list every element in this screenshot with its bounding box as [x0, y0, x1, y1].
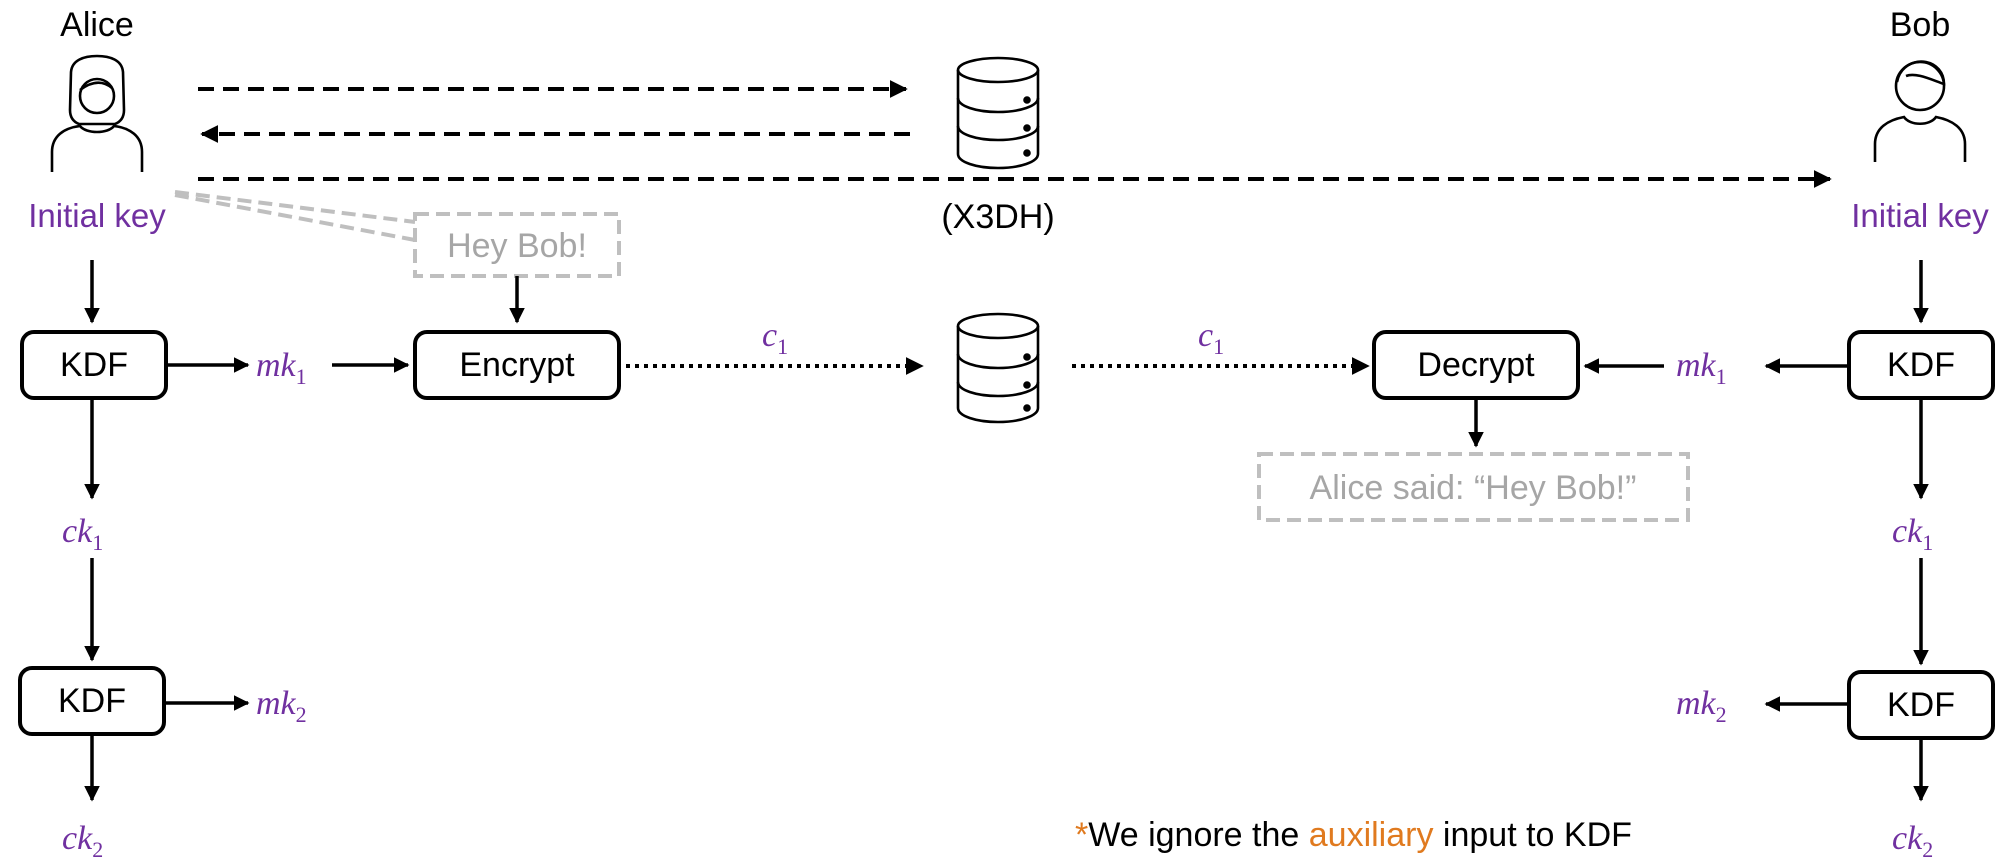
encrypt-box	[413, 330, 621, 400]
bob-kdf-2-label: KDF	[1887, 686, 1955, 724]
bob-ck2: ck2	[1892, 820, 1933, 859]
footnote: *We ignore the auxiliary input to KDF	[1075, 816, 1632, 854]
bob-name: Bob	[1890, 6, 1951, 44]
ciphertext-c1-right: c1	[1198, 317, 1224, 359]
alice-kdf-2-label: KDF	[58, 682, 126, 720]
decrypt-label: Decrypt	[1417, 346, 1535, 384]
alice-name: Alice	[60, 6, 134, 44]
bob-kdf-1-label: KDF	[1887, 346, 1955, 384]
bob-mk2: mk2	[1676, 685, 1727, 727]
alice-initial-key: Initial key	[28, 197, 166, 234]
plaintext-message: Hey Bob!	[447, 227, 587, 265]
user-male-icon	[1873, 60, 1967, 162]
ciphertext-c1-left: c1	[762, 317, 788, 359]
bob-initial-key: Initial key	[1851, 197, 1989, 234]
bob-ck1: ck1	[1892, 513, 1933, 555]
database-icon	[956, 56, 1040, 170]
user-female-icon	[50, 54, 144, 172]
alice-ck1: ck1	[62, 513, 103, 555]
plaintext-callout: Hey Bob!	[174, 190, 621, 278]
footnote-star: *	[1075, 816, 1088, 854]
alice-kdf-1-label: KDF	[60, 346, 128, 384]
encrypt-label: Encrypt	[459, 346, 575, 384]
bob-mk1: mk1	[1676, 347, 1727, 389]
footnote-highlight: auxiliary	[1309, 816, 1434, 854]
database-icon	[956, 312, 1040, 424]
x3dh-label: (X3DH)	[941, 198, 1054, 236]
alice-ck2: ck2	[62, 820, 103, 859]
received-message-box	[1257, 452, 1690, 522]
alice-mk2: mk2	[256, 685, 307, 727]
alice-mk1: mk1	[256, 347, 307, 389]
received-message: Alice said: “Hey Bob!”	[1310, 469, 1637, 507]
